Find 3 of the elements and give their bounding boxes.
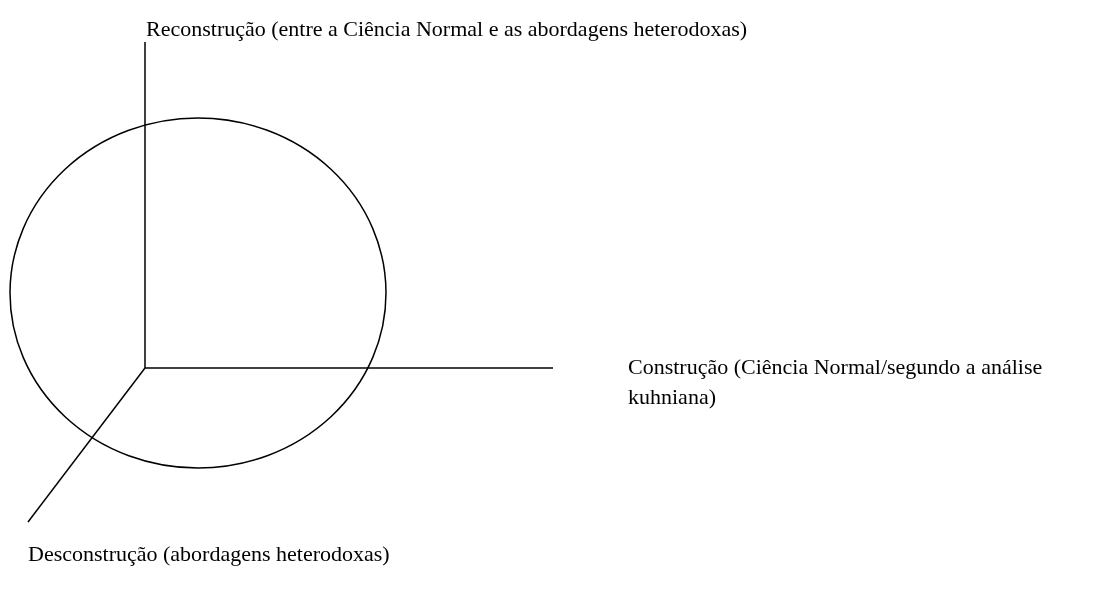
axis-label: Desconstrução (abordagens heterodoxas) [28,540,390,568]
axis-label: Reconstrução (entre a Ciência Normal e as abordagens heterodoxas) [146,15,748,43]
axis-label: Construção (Ciência Normal/segundo a análise kuhniana) [628,353,1044,411]
